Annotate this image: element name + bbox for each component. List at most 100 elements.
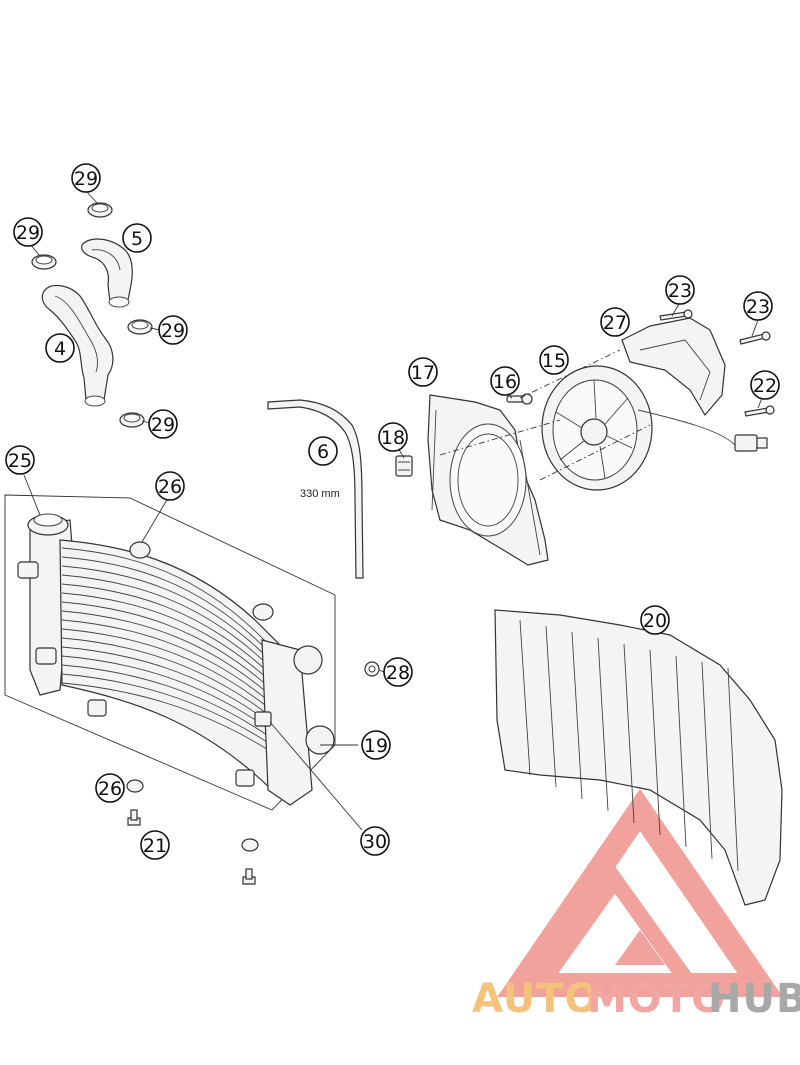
callout-circle	[158, 315, 188, 345]
radiator-fin	[61, 655, 271, 731]
radiator-fin	[61, 628, 271, 710]
callout-circle	[361, 730, 391, 760]
callout-circle	[140, 830, 170, 860]
guard-slat	[545, 625, 557, 788]
callout-22-screw: 22	[750, 370, 780, 400]
callout-circle	[383, 657, 413, 687]
radiator-fin	[61, 610, 271, 696]
callout-number: 29	[151, 414, 175, 436]
callout-circle	[5, 445, 35, 475]
watermark-logo	[497, 788, 783, 997]
radiator-fin	[61, 664, 271, 738]
callout-number: 27	[603, 312, 627, 334]
callout-circle	[378, 422, 408, 452]
callout-circle	[408, 357, 438, 387]
callout-number: 29	[161, 320, 185, 342]
callout-number: 21	[143, 835, 167, 857]
callout-circle	[45, 333, 75, 363]
guard-slat	[649, 649, 661, 836]
nut-28	[364, 661, 380, 677]
guard-slat	[623, 643, 635, 824]
callout-number: 17	[411, 362, 435, 384]
lower-radiator-hose	[41, 284, 114, 407]
radiator-fin	[61, 619, 271, 703]
clamp-29b	[31, 254, 57, 270]
callout-circle	[13, 217, 43, 247]
callout-circle	[539, 345, 569, 375]
fan-connector	[734, 434, 768, 452]
callout-number: 23	[746, 296, 770, 318]
radiator-guard	[494, 609, 783, 906]
clamp-29d	[119, 412, 145, 428]
callout-number: 29	[16, 222, 40, 244]
callout-number: 20	[643, 610, 667, 632]
callout-16-shroud-screw: 16	[490, 366, 520, 396]
callout-circle	[640, 605, 670, 635]
radiator-fin	[61, 673, 271, 745]
callout-30-temperature-sensor: 30	[360, 826, 390, 856]
callout-19-radiator: 19	[361, 730, 391, 760]
callout-21-bolt: 21	[140, 830, 170, 860]
callout-circle	[71, 163, 101, 193]
callout-29-hose-clamp: 29	[148, 409, 178, 439]
radiator-fin	[61, 637, 271, 717]
clamp-29a	[87, 202, 113, 218]
callout-29-hose-clamp: 29	[13, 217, 43, 247]
callout-15-radiator-fan: 15	[539, 345, 569, 375]
radiator-fin	[61, 556, 271, 654]
callout-26-rubber-grommet: 26	[155, 471, 185, 501]
callout-5-upper-radiator-hose: 5	[122, 223, 152, 253]
callout-20-radiator-guard: 20	[640, 605, 670, 635]
callout-29-hose-clamp: 29	[71, 163, 101, 193]
callout-circle	[490, 366, 520, 396]
watermark-wordmark: AUTO MOTO HUB	[472, 976, 800, 1022]
radiator-fan	[541, 365, 736, 491]
callout-number: 22	[753, 375, 777, 397]
watermark-moto: MOTO	[587, 976, 726, 1022]
callout-number: 18	[381, 427, 405, 449]
guard-slat	[519, 619, 531, 776]
callout-circle	[750, 370, 780, 400]
callout-circle	[155, 471, 185, 501]
callout-circle	[743, 291, 773, 321]
callout-number: 28	[386, 662, 410, 684]
callout-4-lower-radiator-hose: 4	[45, 333, 75, 363]
callout-circle	[665, 275, 695, 305]
grommet-26	[126, 779, 259, 852]
radiator-fin	[61, 682, 271, 752]
overflow-hose	[267, 399, 364, 579]
callout-number: 4	[54, 338, 66, 360]
callout-number: 26	[98, 778, 122, 800]
callout-number: 23	[668, 280, 692, 302]
radiator-fin	[61, 601, 271, 689]
callout-number: 29	[74, 168, 98, 190]
callout-number: 16	[493, 371, 517, 393]
radiator-fin	[61, 574, 271, 668]
radiator	[17, 513, 335, 806]
callout-28-nut: 28	[383, 657, 413, 687]
callout-18-clip-nut: 18	[378, 422, 408, 452]
callout-circle	[600, 307, 630, 337]
guard-slat	[701, 661, 713, 860]
callout-26-rubber-grommet: 26	[95, 773, 125, 803]
upper-radiator-hose	[81, 238, 133, 308]
radiator-fin	[61, 547, 271, 647]
callout-23-screw: 23	[665, 275, 695, 305]
guard-slat	[571, 631, 583, 800]
fan-cover	[621, 317, 726, 417]
clamp-29c	[127, 319, 153, 335]
callout-number: 6	[317, 441, 329, 463]
assembly-line	[439, 349, 651, 481]
screws-23-22	[659, 309, 775, 417]
callout-circle	[360, 826, 390, 856]
guard-slat	[675, 655, 687, 848]
callout-circle	[148, 409, 178, 439]
callout-number: 30	[363, 831, 387, 853]
radiator-fin	[61, 592, 271, 682]
callout-29-hose-clamp: 29	[158, 315, 188, 345]
bolt-21	[127, 809, 256, 885]
guard-slat	[597, 637, 609, 812]
clip-nut	[395, 455, 413, 477]
radiator-fin	[61, 565, 271, 661]
